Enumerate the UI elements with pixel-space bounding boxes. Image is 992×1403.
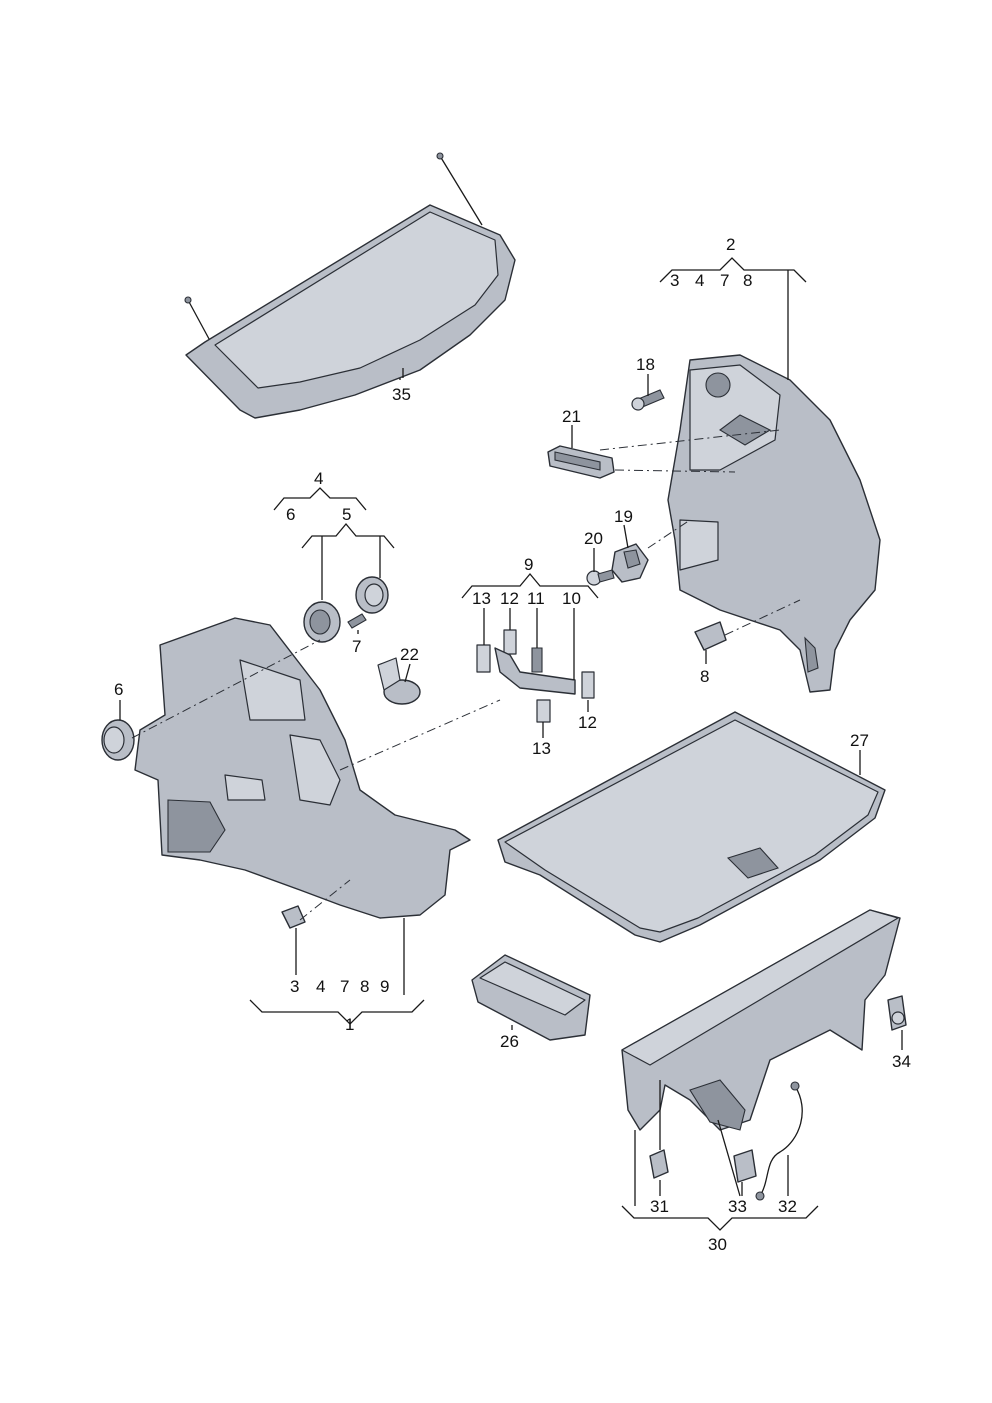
- label-2-sub-4: 4: [695, 271, 704, 290]
- label-1-sub-8: 8: [360, 977, 369, 996]
- label-12-lower: 12: [578, 713, 597, 732]
- storage-box-part-26: [471, 954, 591, 1041]
- label-9-sub-10: 10: [562, 589, 581, 608]
- label-9-sub-13: 13: [472, 589, 491, 608]
- label-4-sub-6: 6: [286, 505, 295, 524]
- bolt-part-20: [586, 569, 615, 586]
- assembly-dashed-lines: [131, 429, 801, 921]
- label-31: 31: [650, 1197, 669, 1216]
- cap-part-5-right: [355, 576, 389, 614]
- screw-part-18: [631, 389, 665, 411]
- lamp-part-21: [547, 445, 615, 479]
- grommet-part-22: [377, 657, 421, 705]
- label-4-sub-5: 5: [342, 505, 351, 524]
- left-side-trim-part-1: [134, 617, 471, 919]
- cover-cap-part-6: [101, 719, 135, 761]
- label-18: 18: [636, 355, 655, 374]
- right-side-trim-part-2: [667, 354, 881, 693]
- label-2-sub-8: 8: [743, 271, 752, 290]
- label-22: 22: [400, 645, 419, 664]
- label-1: 1: [345, 1015, 354, 1034]
- label-21: 21: [562, 407, 581, 426]
- label-26: 26: [500, 1032, 519, 1051]
- label-2: 2: [726, 235, 735, 254]
- label-35: 35: [392, 385, 411, 404]
- label-1-sub-4: 4: [316, 977, 325, 996]
- luggage-cover-part-35: [184, 152, 516, 419]
- cover-part-33: [733, 1149, 757, 1183]
- label-8: 8: [700, 667, 709, 686]
- label-2-sub-7: 7: [720, 271, 729, 290]
- label-20: 20: [584, 529, 603, 548]
- label-1-sub-9: 9: [380, 977, 389, 996]
- label-33: 33: [728, 1197, 747, 1216]
- label-27: 27: [850, 731, 869, 750]
- label-4: 4: [314, 469, 323, 488]
- clip-part-3-left: [281, 905, 306, 929]
- label-9-sub-11: 11: [527, 589, 545, 608]
- cap-part-5-left: [303, 601, 341, 643]
- label-6: 6: [114, 680, 123, 699]
- sill-panel-part-30: [621, 909, 901, 1131]
- label-30: 30: [708, 1235, 727, 1254]
- leader-lines: [119, 257, 903, 1231]
- label-34: 34: [892, 1052, 911, 1071]
- label-32: 32: [778, 1197, 797, 1216]
- label-2-sub-3: 3: [670, 271, 679, 290]
- cable-part-32: [755, 1081, 803, 1201]
- luggage-floor-part-27: [497, 711, 886, 943]
- label-13-lower: 13: [532, 739, 551, 758]
- clip-part-34: [887, 995, 907, 1031]
- holder-part-19: [611, 543, 649, 583]
- label-1-sub-3: 3: [290, 977, 299, 996]
- label-7: 7: [352, 637, 361, 656]
- label-19: 19: [614, 507, 633, 526]
- screw-part-7: [347, 613, 367, 629]
- callout-labels: 35 2 3 4 7 8 18 21 19 20 4 6 5 6 7 22 9 …: [114, 235, 911, 1254]
- clip-part-8-right: [694, 621, 727, 651]
- label-9-sub-12: 12: [500, 589, 519, 608]
- strips-part-9: [476, 629, 595, 723]
- clip-part-31: [649, 1149, 669, 1179]
- label-9: 9: [524, 555, 533, 574]
- label-1-sub-7: 7: [340, 977, 349, 996]
